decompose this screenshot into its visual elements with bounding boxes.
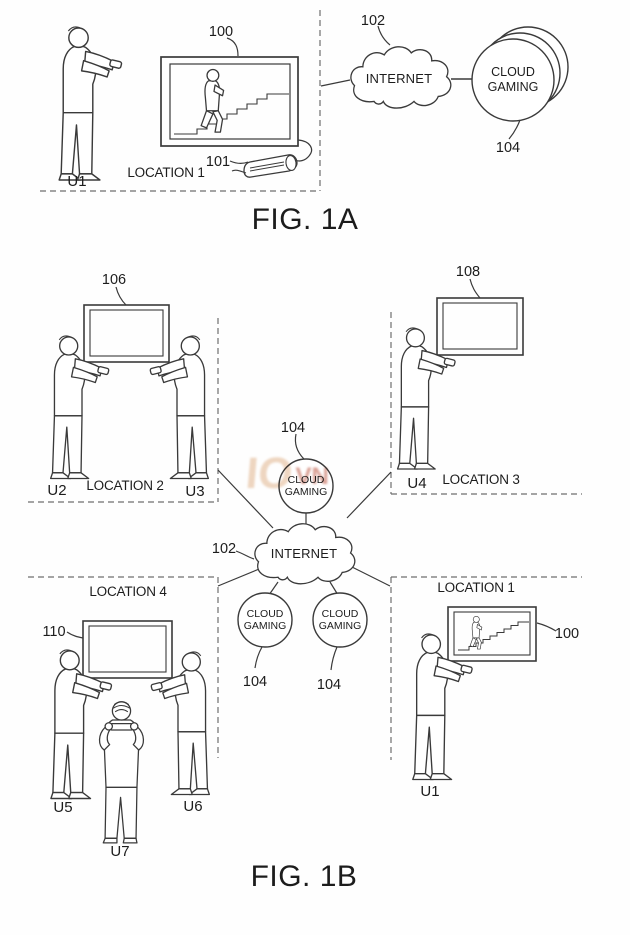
internet-label-b: INTERNET: [271, 546, 338, 561]
cg-left-word1: CLOUD: [247, 608, 284, 620]
location-3: 108 U4 LOCATION 3: [396, 264, 524, 492]
user-label-u7: U7: [110, 843, 129, 860]
fig-1a-caption: FIG. 1A: [252, 203, 359, 236]
ref-108: 108: [456, 264, 480, 280]
ref-101-a: 101: [206, 154, 230, 170]
tv-screen-110: [82, 620, 173, 679]
location4-label: LOCATION 4: [89, 584, 167, 599]
location1b-label: LOCATION 1: [437, 580, 514, 595]
cg-top-word1: CLOUD: [288, 474, 325, 486]
location2-label: LOCATION 2: [86, 478, 163, 493]
person-u3: [149, 335, 210, 480]
ref-104-top: 104: [281, 420, 305, 436]
cloud-gaming-word2-a: GAMING: [488, 80, 539, 94]
ref-102-b: 102: [212, 541, 236, 557]
tv-screen-100: [160, 56, 299, 147]
ref-104-left: 104: [243, 674, 267, 690]
internet-label-a: INTERNET: [366, 71, 433, 86]
fig-1b: INTERNET CLOUD GAMING CLOUD GAMING CLOUD…: [28, 264, 582, 893]
person-u2: [49, 335, 110, 480]
location-4: LOCATION 4 110 U5 U6 U7: [42, 584, 211, 860]
stair-climber-figure: [200, 68, 225, 133]
ref-104-a: 104: [496, 140, 520, 156]
ref-110: 110: [42, 624, 65, 640]
cloud-gaming-word1-a: CLOUD: [491, 65, 535, 79]
tv-screen-100b: [447, 606, 537, 662]
leader-lines-b: [66, 278, 557, 671]
user-label-u3: U3: [185, 483, 204, 500]
ref-102-a: 102: [361, 13, 385, 29]
person-u6: [150, 651, 211, 796]
cg-right-word2: GAMING: [319, 620, 362, 632]
user-label-u1-b: U1: [420, 783, 439, 800]
tv-screen-108: [436, 297, 524, 356]
user-label-u1-a: U1: [67, 173, 86, 190]
cloud-gaming-node-right: CLOUD GAMING: [312, 592, 368, 648]
stairs-graphic-small: [458, 621, 529, 651]
location3-label: LOCATION 3: [442, 472, 519, 487]
cg-top-word2: GAMING: [285, 486, 328, 498]
game-console-101: [231, 139, 313, 178]
user-label-u5: U5: [53, 799, 72, 816]
ref-100-b: 100: [555, 626, 579, 642]
internet-cloud-b: INTERNET: [254, 523, 356, 585]
location-boundaries-b: [28, 312, 582, 760]
location-1b: LOCATION 1 100 U1: [412, 580, 579, 800]
ref-104-right: 104: [317, 677, 341, 693]
location1a-boundary: [40, 10, 321, 192]
fig-1b-caption: FIG. 1B: [251, 860, 358, 893]
tv-screen-106: [83, 304, 170, 363]
fig-1a: INTERNET CLOUD GAMING 100 101 102 104 U1…: [40, 10, 569, 236]
ref-100-a: 100: [209, 24, 233, 40]
location-2: 106 U2 U3 LOCATION 2: [47, 272, 210, 500]
cloud-gaming-node-left: CLOUD GAMING: [237, 592, 293, 648]
cg-left-word2: GAMING: [244, 620, 287, 632]
user-label-u6: U6: [183, 798, 202, 815]
ref-106: 106: [102, 272, 126, 288]
leader-lines-a: [226, 25, 521, 164]
person-u1b: [412, 633, 474, 781]
stairs-graphic: [174, 93, 289, 135]
user-label-u4: U4: [407, 475, 426, 492]
cg-right-word1: CLOUD: [322, 608, 359, 620]
cloud-gaming-node-top: CLOUD GAMING: [278, 458, 334, 514]
person-u1: [58, 26, 123, 181]
cloud-gaming-node-a: CLOUD GAMING: [451, 26, 569, 122]
location1a-label: LOCATION 1: [127, 165, 204, 180]
internet-cloud-a: INTERNET: [320, 46, 452, 109]
user-label-u2: U2: [47, 482, 66, 499]
person-u7: [98, 701, 145, 844]
